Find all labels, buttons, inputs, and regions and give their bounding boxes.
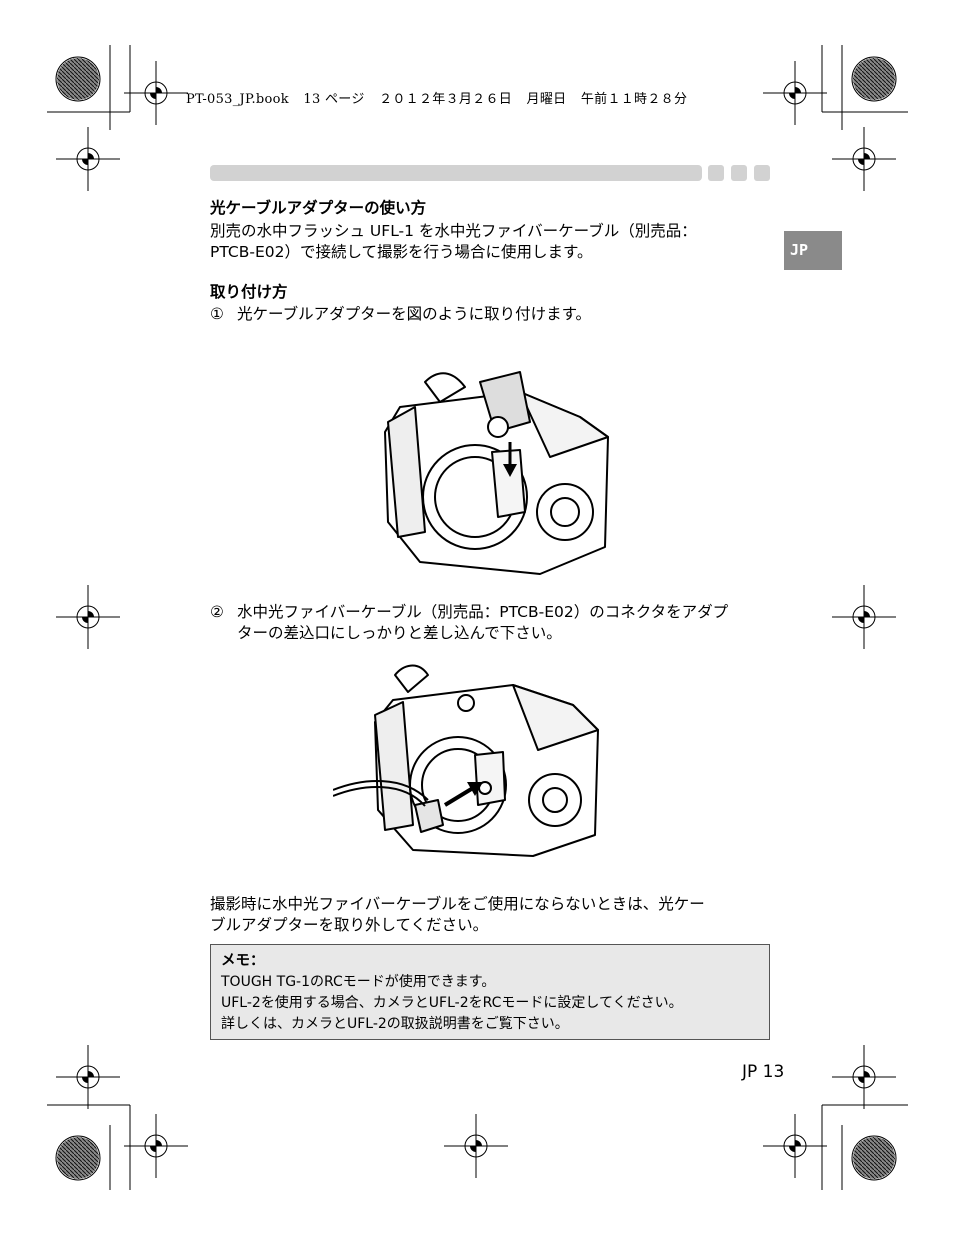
header-weekday: 月曜日 bbox=[526, 92, 567, 107]
print-header: PT-053_JP.book 13 ページ ２０１２年３月２６日 月曜日 午前１… bbox=[186, 88, 796, 108]
memo-title: メモ： bbox=[221, 953, 265, 969]
step-text: 水中光ファイバーケーブル（別売品：PTCB-E02）のコネクタをアダプ ターの差… bbox=[237, 602, 772, 644]
decorative-square bbox=[708, 165, 724, 181]
memo-line: 詳しくは、カメラとUFL-2の取扱説明書をご覧下さい。 bbox=[221, 1016, 569, 1032]
step-number: ① bbox=[210, 305, 224, 323]
text-line: 撮影時に水中光ファイバーケーブルをご使用にならないときは、光ケー bbox=[210, 895, 705, 913]
section-heading-attach: 取り付け方 bbox=[210, 283, 288, 301]
step-2: ② 水中光ファイバーケーブル（別売品：PTCB-E02）のコネクタをアダプ ター… bbox=[210, 602, 772, 644]
header-time: 午前１１時２８分 bbox=[580, 92, 688, 107]
memo-box: メモ： TOUGH TG-1のRCモードが使用できます。 UFL-2を使用する場… bbox=[210, 944, 770, 1040]
section-heading-adapter: 光ケーブルアダプターの使い方 bbox=[210, 199, 427, 217]
header-page: 13 ページ bbox=[303, 92, 365, 107]
camera-housing-illustration-2 bbox=[333, 664, 599, 857]
header-date: ２０１２年３月２６日 bbox=[379, 92, 513, 107]
language-tab: JP bbox=[784, 231, 842, 270]
decorative-bar bbox=[210, 165, 702, 181]
memo-line: UFL-2を使用する場合、カメラとUFL-2をRCモードに設定してください。 bbox=[221, 995, 683, 1011]
step-1: ① 光ケーブルアダプターを図のように取り付けます。 bbox=[210, 304, 772, 325]
text-line: PTCB-E02）で接続して撮影を行う場合に使用します。 bbox=[210, 243, 593, 261]
decorative-square bbox=[731, 165, 747, 181]
paragraph-adapter-usage: 別売の水中フラッシュ UFL-1 を水中光ファイバーケーブル（別売品： PTCB… bbox=[210, 221, 772, 263]
header-file: PT-053_JP.book bbox=[186, 92, 289, 107]
language-tab-label: JP bbox=[790, 241, 809, 259]
memo-line: TOUGH TG-1のRCモードが使用できます。 bbox=[221, 974, 496, 990]
step-number: ② bbox=[210, 603, 224, 621]
text-line: ブルアダプターを取り外してください。 bbox=[210, 916, 489, 934]
text-line: 水中光ファイバーケーブル（別売品：PTCB-E02）のコネクタをアダプ bbox=[237, 603, 729, 621]
paragraph-removal-note: 撮影時に水中光ファイバーケーブルをご使用にならないときは、光ケー ブルアダプター… bbox=[210, 894, 772, 936]
decorative-square bbox=[754, 165, 770, 181]
text-line: 別売の水中フラッシュ UFL-1 を水中光ファイバーケーブル（別売品： bbox=[210, 222, 697, 240]
page-number: JP 13 bbox=[742, 1062, 785, 1082]
step-text: 光ケーブルアダプターを図のように取り付けます。 bbox=[237, 305, 592, 323]
text-line: ターの差込口にしっかりと差し込んで下さい。 bbox=[237, 624, 562, 642]
camera-housing-illustration-1 bbox=[384, 371, 609, 575]
